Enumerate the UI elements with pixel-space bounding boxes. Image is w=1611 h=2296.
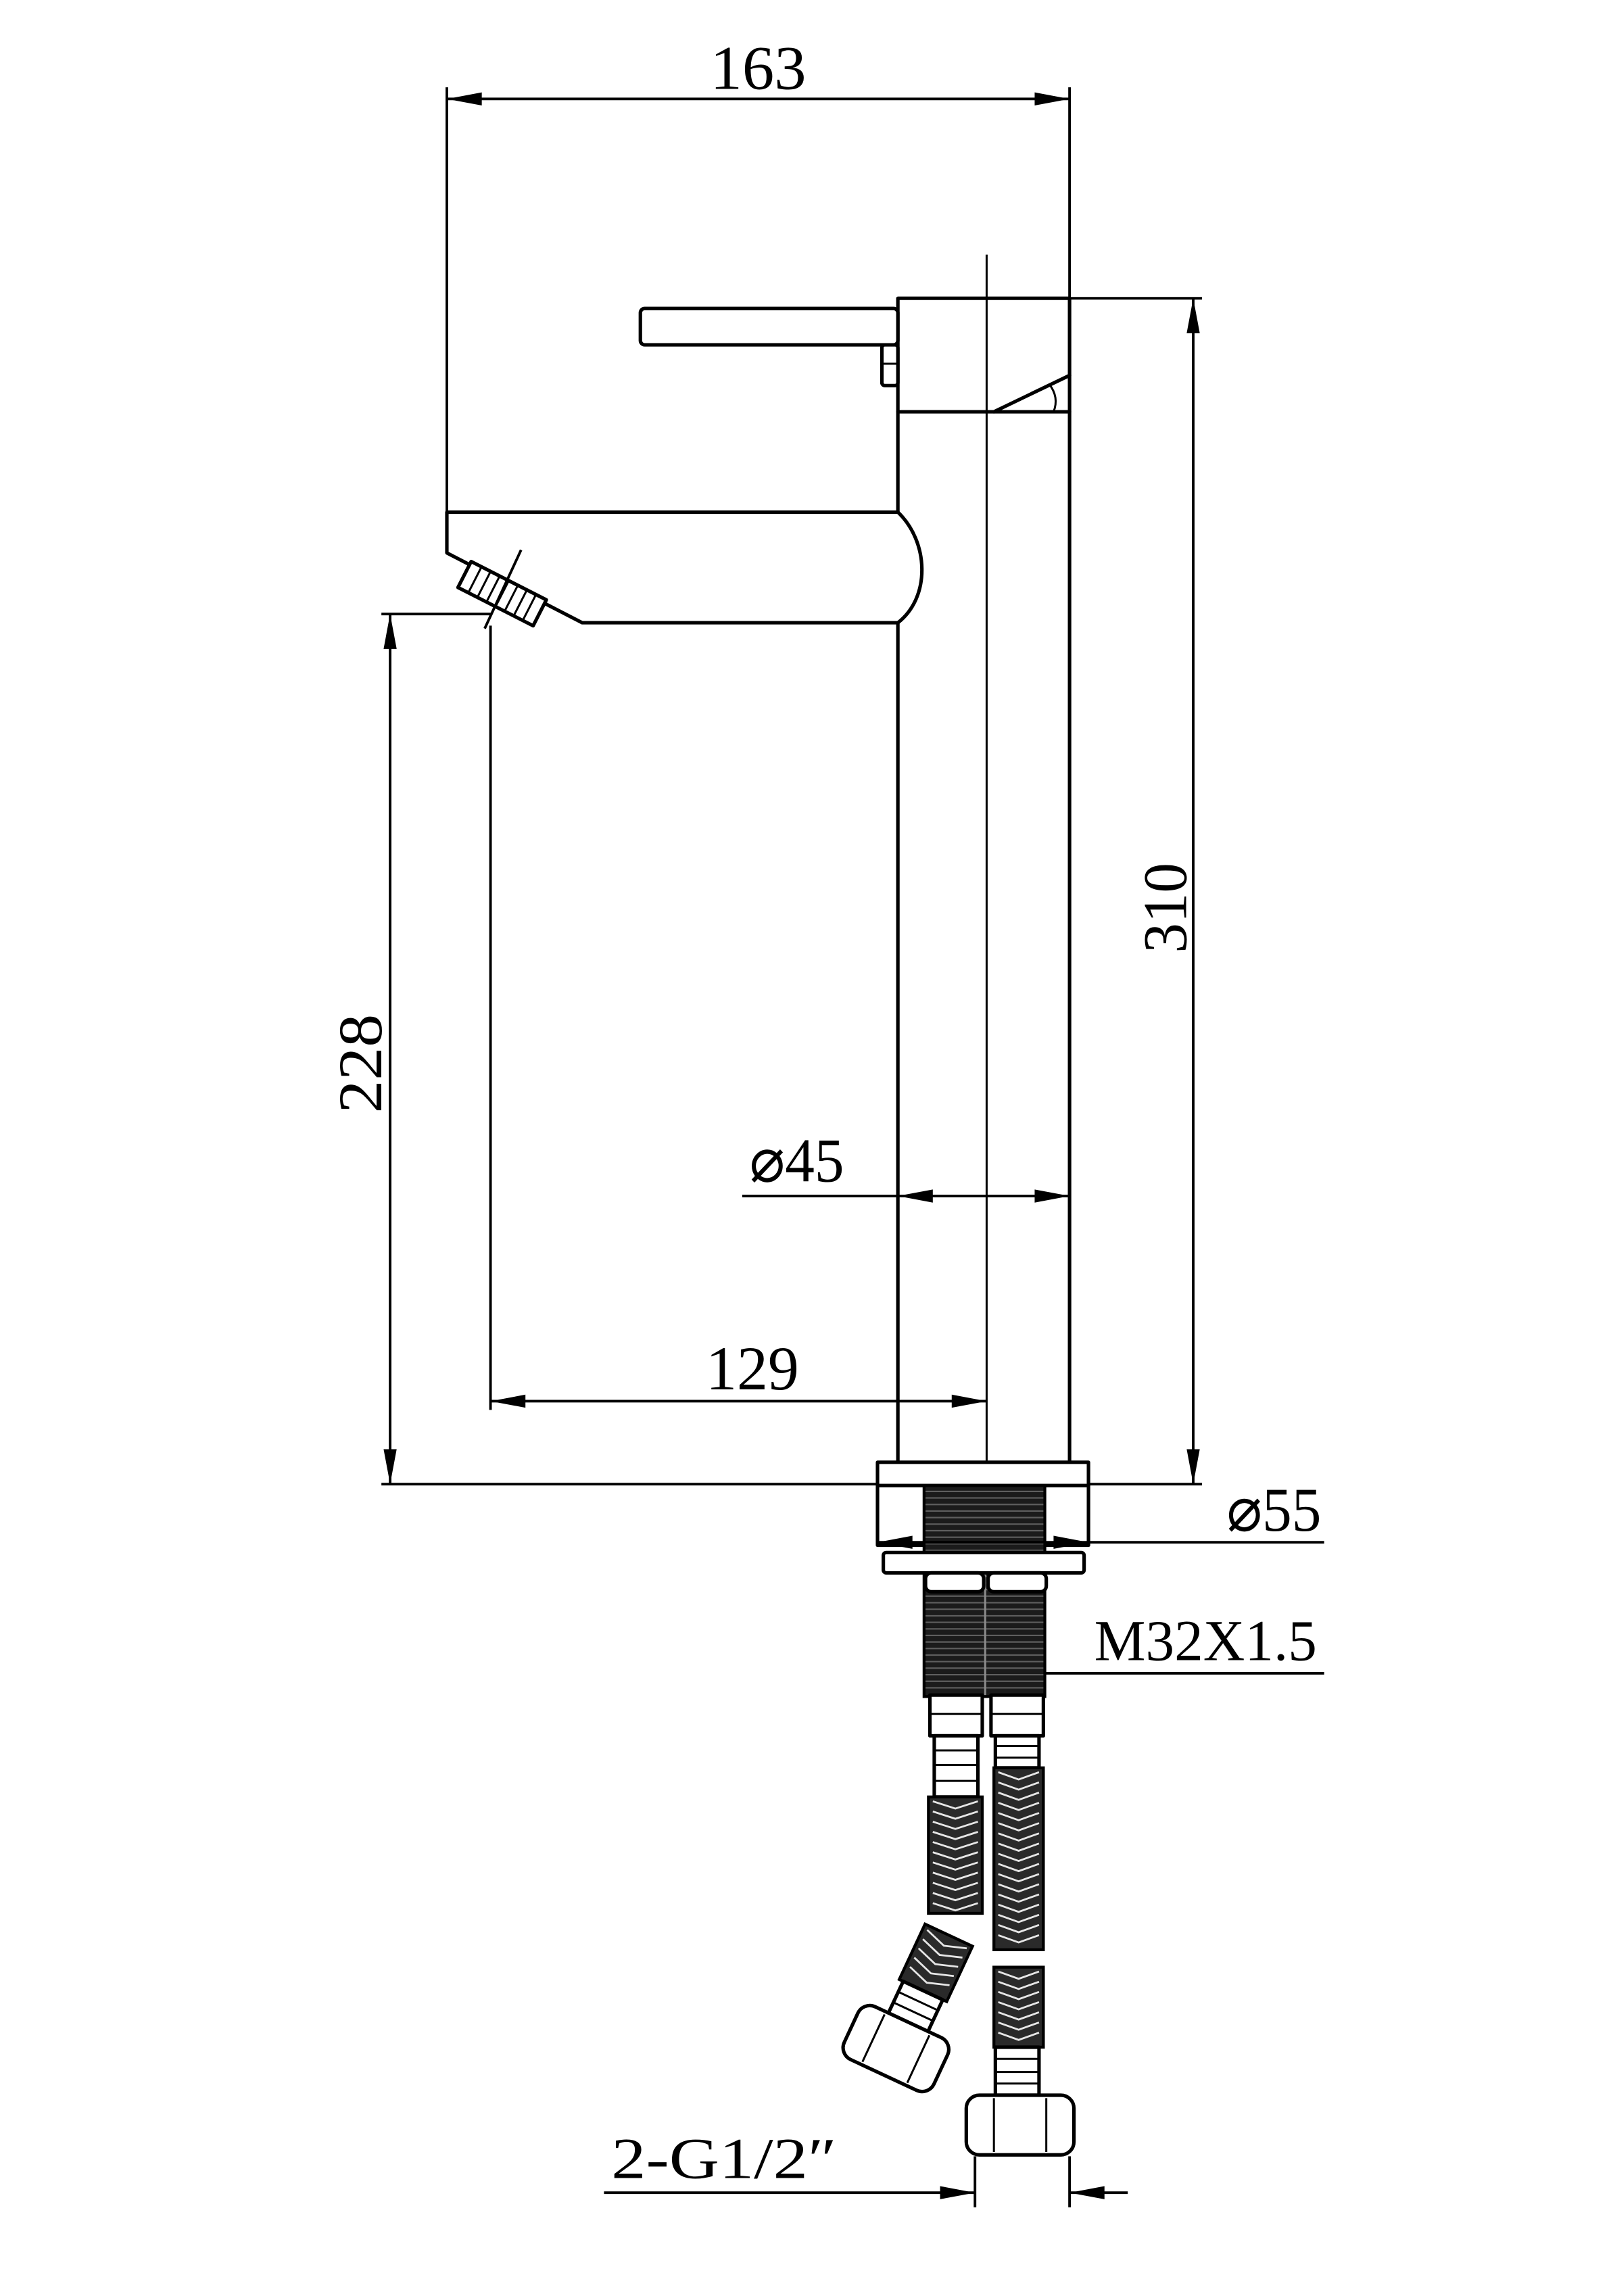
hex-nut bbox=[841, 2003, 951, 2094]
overall-height-label: 310 bbox=[1131, 863, 1200, 953]
hose-connector bbox=[928, 1693, 984, 1738]
mounting-washer bbox=[882, 1550, 1086, 1575]
base-diameter-label: ⌀55 bbox=[1227, 1476, 1322, 1545]
left-supply-hose bbox=[841, 1693, 984, 2094]
spout-reach-label: 129 bbox=[706, 1335, 799, 1404]
braid-weave bbox=[909, 1929, 967, 1986]
right-supply-hose bbox=[964, 1693, 1076, 2157]
hex-nut-body bbox=[964, 2093, 1076, 2157]
hex-nut-body bbox=[841, 2003, 951, 2094]
ferrule-bands bbox=[892, 1990, 938, 2022]
faucet-body bbox=[445, 254, 1072, 1487]
ferrule-bands bbox=[934, 1749, 978, 1782]
arrowhead-right bbox=[1053, 1535, 1089, 1549]
head-chamfer-arc bbox=[1048, 383, 1057, 412]
hose-braid-lower bbox=[992, 1965, 1045, 2049]
hose-ferrule-upper bbox=[932, 1733, 980, 1799]
spout-height-label: 228 bbox=[327, 1014, 395, 1113]
mounting-nut-right bbox=[986, 1571, 1049, 1594]
dimension-overall-height: 310 bbox=[381, 297, 1202, 1486]
hex-nut bbox=[964, 2093, 1076, 2157]
dimension-overall-width: 163 bbox=[446, 34, 1072, 512]
hose-braid-upper bbox=[992, 1766, 1045, 1951]
ferrule-bands bbox=[995, 1745, 1039, 1759]
handle-head bbox=[896, 296, 1072, 414]
braid-sleeve bbox=[992, 1766, 1045, 1951]
ferrule-bands bbox=[995, 2057, 1039, 2085]
arrowhead-left bbox=[898, 1189, 933, 1203]
braid-sleeve bbox=[927, 1795, 984, 1915]
thread-spec-label: M32X1.5 bbox=[1095, 1608, 1317, 1673]
dimension-spout-height: 228 bbox=[327, 613, 492, 1485]
arrowhead-top bbox=[1186, 298, 1200, 333]
arrowhead-left bbox=[447, 92, 482, 106]
hose-ferrule-upper bbox=[993, 1733, 1041, 1770]
arrowhead-left bbox=[877, 1535, 913, 1549]
arrowhead-bottom bbox=[383, 1449, 397, 1485]
mounting-nut-left bbox=[923, 1571, 986, 1594]
hose-bent-section bbox=[841, 1922, 975, 2094]
arrowhead-top bbox=[383, 614, 397, 649]
aerator-tick-line bbox=[483, 549, 523, 629]
base-plate bbox=[875, 1460, 1090, 1487]
braid-weave bbox=[998, 1771, 1040, 1944]
arrowhead-bottom bbox=[1186, 1449, 1200, 1485]
dimension-base-diameter: ⌀55 bbox=[877, 1476, 1324, 1549]
dimension-spout-reach: 129 bbox=[489, 625, 987, 1410]
hose-braid-upper bbox=[927, 1795, 984, 1915]
braid-weave bbox=[998, 1970, 1040, 2041]
dimension-body-diameter: ⌀45 bbox=[742, 1126, 1070, 1203]
arrowhead-right bbox=[1034, 92, 1070, 106]
arrowhead-right bbox=[1069, 2186, 1105, 2199]
hose-connector bbox=[989, 1693, 1045, 1738]
arrowhead-left bbox=[490, 1394, 526, 1408]
braid-weave bbox=[932, 1800, 978, 1912]
arrowhead-right bbox=[1034, 1189, 1070, 1203]
hex-nut-faces bbox=[861, 2013, 931, 2084]
lever-knob bbox=[880, 343, 900, 387]
arrowhead-left bbox=[940, 2186, 976, 2199]
lever-handle bbox=[638, 306, 900, 347]
spout bbox=[445, 510, 924, 625]
hex-nut-faces bbox=[992, 2098, 1048, 2152]
head-chamfer-line bbox=[992, 373, 1072, 414]
overall-width-label: 163 bbox=[711, 34, 807, 103]
body-diameter-label: ⌀45 bbox=[750, 1126, 844, 1195]
base-assembly bbox=[875, 1460, 1090, 1698]
dimension-hose-connection: 2-G1/2″ bbox=[604, 2126, 1128, 2207]
arrowhead-right bbox=[951, 1394, 987, 1408]
hose-connection-label: 2-G1/2″ bbox=[611, 2126, 837, 2191]
thread-callout: M32X1.5 bbox=[1044, 1608, 1324, 1675]
